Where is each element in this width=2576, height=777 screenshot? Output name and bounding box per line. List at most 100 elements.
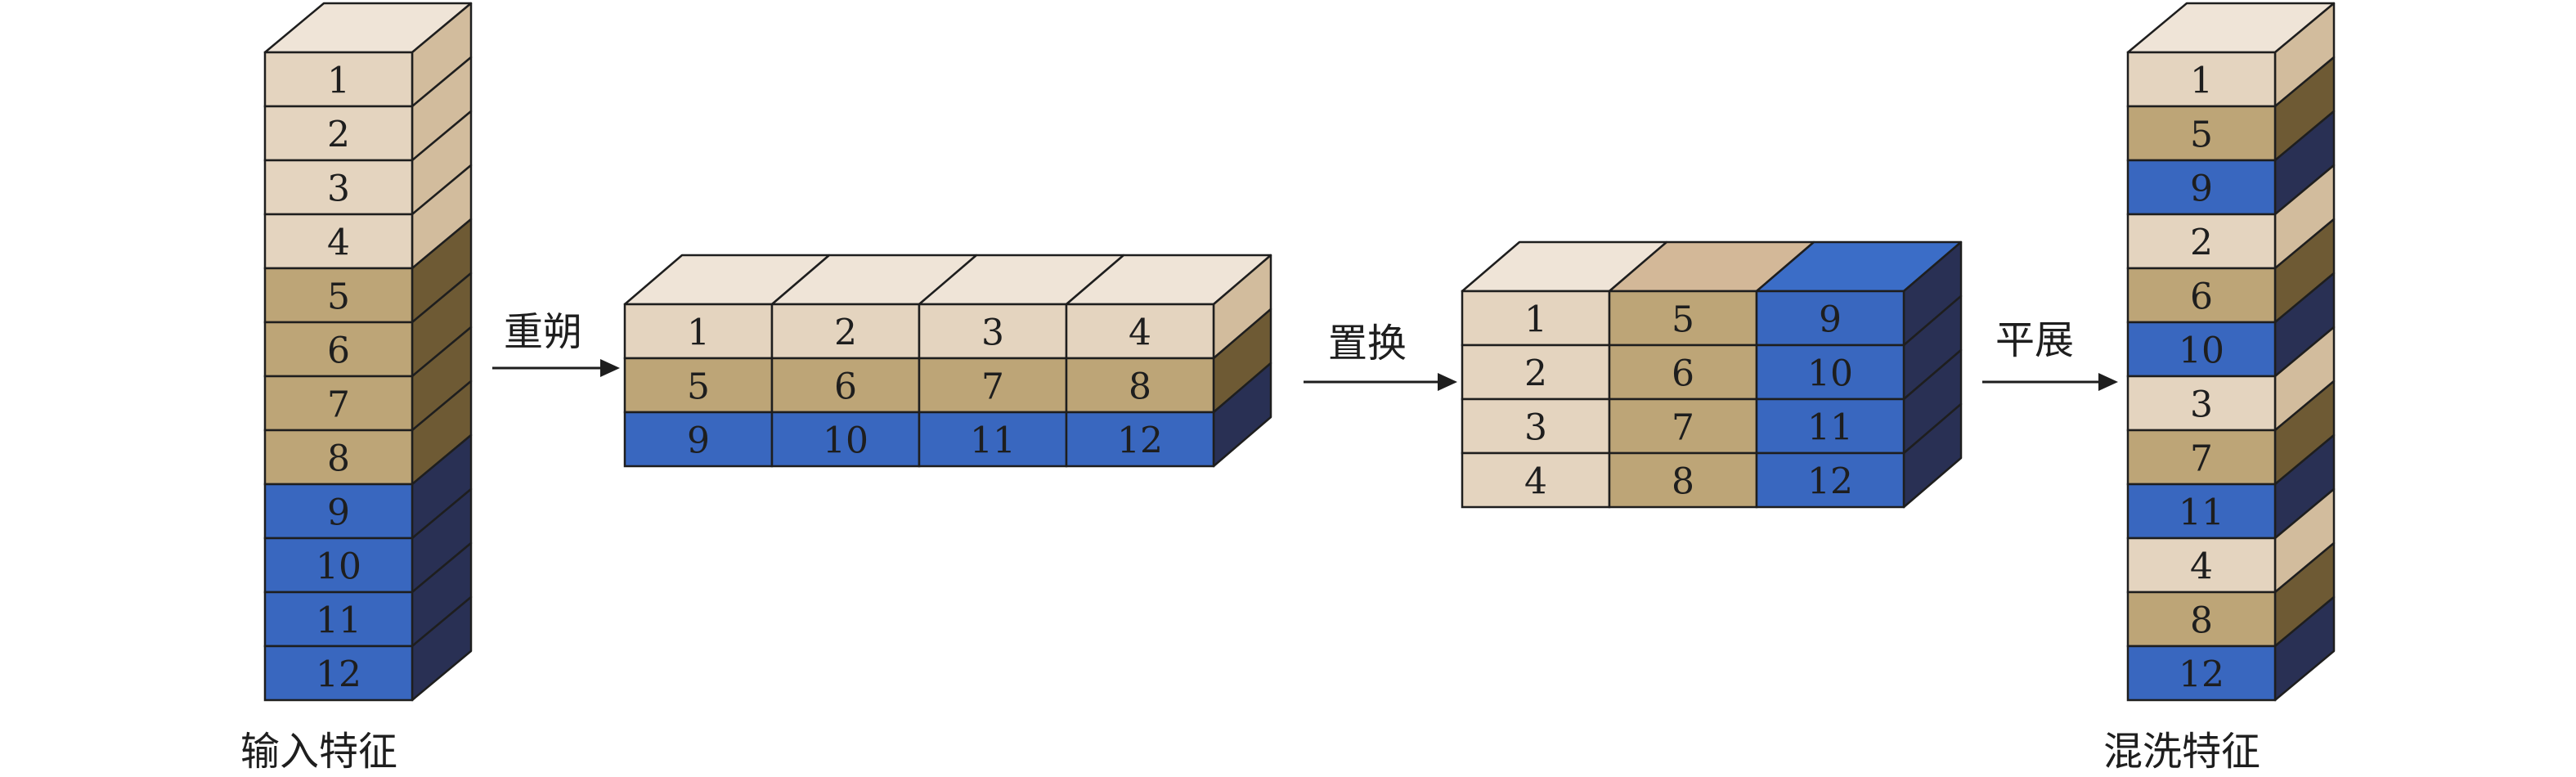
cell-number: 6 [2190,276,2213,318]
output-stack-cell [2126,159,2277,216]
cell-number: 9 [687,420,710,462]
cell-number: 2 [834,312,857,354]
cell-number: 4 [1524,461,1547,503]
cell-number: 12 [316,654,361,696]
cell-number: 11 [2179,492,2224,534]
flatten-label: 平展 [1995,317,2074,363]
cell-number: 3 [2190,384,2213,426]
input-stack-cell [263,51,414,108]
permuted-block-cell [1461,290,1611,347]
cell-number: 4 [327,222,350,264]
permuted-block-cell [1461,397,1611,455]
cell-number: 7 [327,384,350,426]
output-stack-cell [2126,267,2277,324]
permuted-feature-block: 1 5 9 2 6 10 3 7 11 4 8 12 [1461,240,1963,509]
cell-number: 10 [2179,330,2224,372]
cell-number: 7 [981,366,1004,408]
cell-number: 3 [1524,407,1547,449]
input-stack-cell [263,375,414,432]
cell-number: 5 [327,276,350,318]
permute-label: 置换 [1328,321,1407,366]
cell-number: 8 [1129,366,1151,408]
permuted-block-cell [1755,344,1905,401]
cell-number: 8 [2190,600,2213,642]
cell-number: 9 [327,492,350,534]
cell-number: 1 [2190,61,2213,102]
permuted-block-cell [1755,290,1905,347]
input-stack-cell [263,645,414,702]
cell-number: 3 [327,168,350,210]
cell-number: 12 [1117,420,1163,462]
reshaped-block-cell [623,303,774,360]
input-stack-cell [263,429,414,486]
cell-number: 1 [327,61,350,102]
permuted-block-cell [1755,397,1905,455]
cell-number: 1 [1524,299,1547,341]
cell-number: 11 [316,600,361,642]
cell-number: 4 [2190,546,2213,588]
output-stack-cell [2126,213,2277,270]
cell-number: 5 [2190,115,2213,156]
cell-number: 10 [1807,353,1853,395]
input-stack-cell [263,483,414,540]
reshape-label: 重朔 [504,309,582,355]
permuted-block-cell [1608,451,1758,509]
cell-number: 6 [1672,353,1694,395]
cell-number: 10 [823,420,868,462]
cell-number: 5 [687,366,710,408]
output-stack-cell [2126,645,2277,702]
cell-number: 9 [2190,168,2213,210]
output-stack-cell [2126,591,2277,648]
input-stack-cell [263,105,414,162]
reshaped-block-cell [1065,411,1215,468]
permuted-block-cell [1755,451,1905,509]
output-stack-cell [2126,429,2277,486]
cell-number: 11 [1807,407,1853,449]
input-stack-cell [263,321,414,378]
cell-number: 8 [1672,461,1694,503]
cell-number: 6 [327,330,350,372]
cell-number: 4 [1129,312,1151,354]
permuted-block-cell [1461,451,1611,509]
reshaped-block-cell [1065,303,1215,360]
cell-number: 2 [327,115,350,156]
input-stack-cell [263,159,414,216]
cell-number: 2 [1524,353,1547,395]
permute-arrow [1304,373,1457,391]
permuted-block-cell [1608,397,1758,455]
output-stack-cell [2126,321,2277,378]
input-stack-cell [263,213,414,270]
output-stack-cell [2126,537,2277,594]
cell-number: 12 [2179,654,2224,696]
reshaped-block-cell [1065,357,1215,414]
reshaped-block-cell [623,411,774,468]
reshaped-block-cell [623,357,774,414]
cell-number: 6 [834,366,857,408]
flatten-arrow [1982,373,2118,391]
permuted-block-cell [1608,290,1758,347]
cell-number: 12 [1807,461,1853,503]
permuted-block-cell [1461,344,1611,401]
cell-number: 7 [2190,438,2213,480]
input-stack-cell [263,267,414,324]
cell-number: 11 [970,420,1016,462]
cell-number: 2 [2190,222,2213,264]
reshape-arrow [492,359,620,377]
cell-number: 9 [1819,299,1842,341]
cell-number: 8 [327,438,350,480]
shuffled-feature-stack: 1 5 9 2 6 10 3 7 11 4 8 12 [2126,2,2336,702]
reshaped-block-cell [918,357,1068,414]
reshaped-block-cell [770,357,921,414]
shuffled-feature-caption: 混洗特征 [2103,729,2260,773]
input-feature-caption: 输入特征 [240,729,397,773]
input-stack-cell [263,591,414,648]
cell-number: 5 [1672,299,1694,341]
output-stack-cell [2126,51,2277,108]
input-stack-cell [263,537,414,594]
cell-number: 7 [1672,407,1694,449]
cell-number: 10 [316,546,361,588]
cell-number: 1 [687,312,710,354]
